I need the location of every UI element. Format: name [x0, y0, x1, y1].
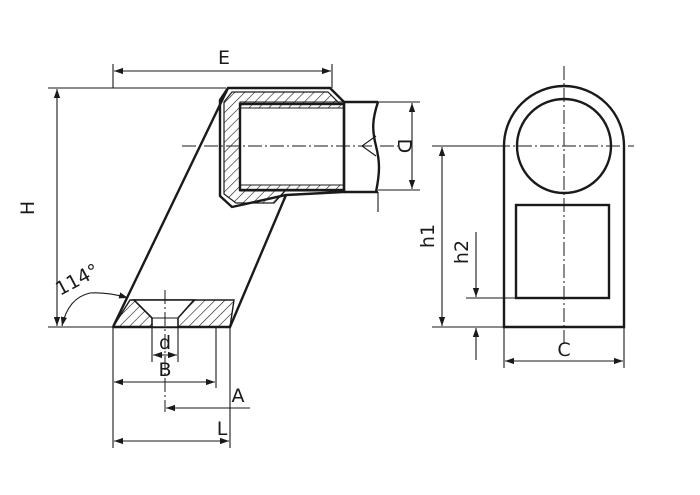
tube-holder-outline — [218, 86, 346, 209]
dim-a-label: A — [232, 385, 245, 407]
tube-extension — [344, 100, 381, 194]
tube-liner-top — [239, 101, 345, 109]
dim-l-label: L — [217, 418, 228, 440]
dim-d-small-label: d — [159, 332, 171, 354]
dim-b-label: B — [158, 359, 171, 381]
tube-liner-bottom — [239, 184, 345, 192]
slanted-body-outline — [111, 87, 288, 329]
tube-bore — [238, 102, 346, 192]
angle-label: 114° — [52, 260, 103, 301]
dim-e-label: E — [218, 47, 230, 69]
angle-arc — [60, 292, 129, 327]
front-dimensions: h1 h2 C — [417, 145, 625, 368]
dim-c-label: C — [557, 339, 570, 361]
side-view — [111, 86, 398, 412]
diameter-mark — [361, 135, 377, 157]
dim-d-label: D — [393, 139, 415, 154]
dim-h1-label: h1 — [417, 224, 439, 248]
dim-h2-label: h2 — [451, 240, 473, 264]
square-recess — [514, 203, 611, 300]
front-view — [496, 66, 634, 345]
dim-h-label: H — [17, 201, 39, 215]
front-outline — [502, 84, 626, 329]
